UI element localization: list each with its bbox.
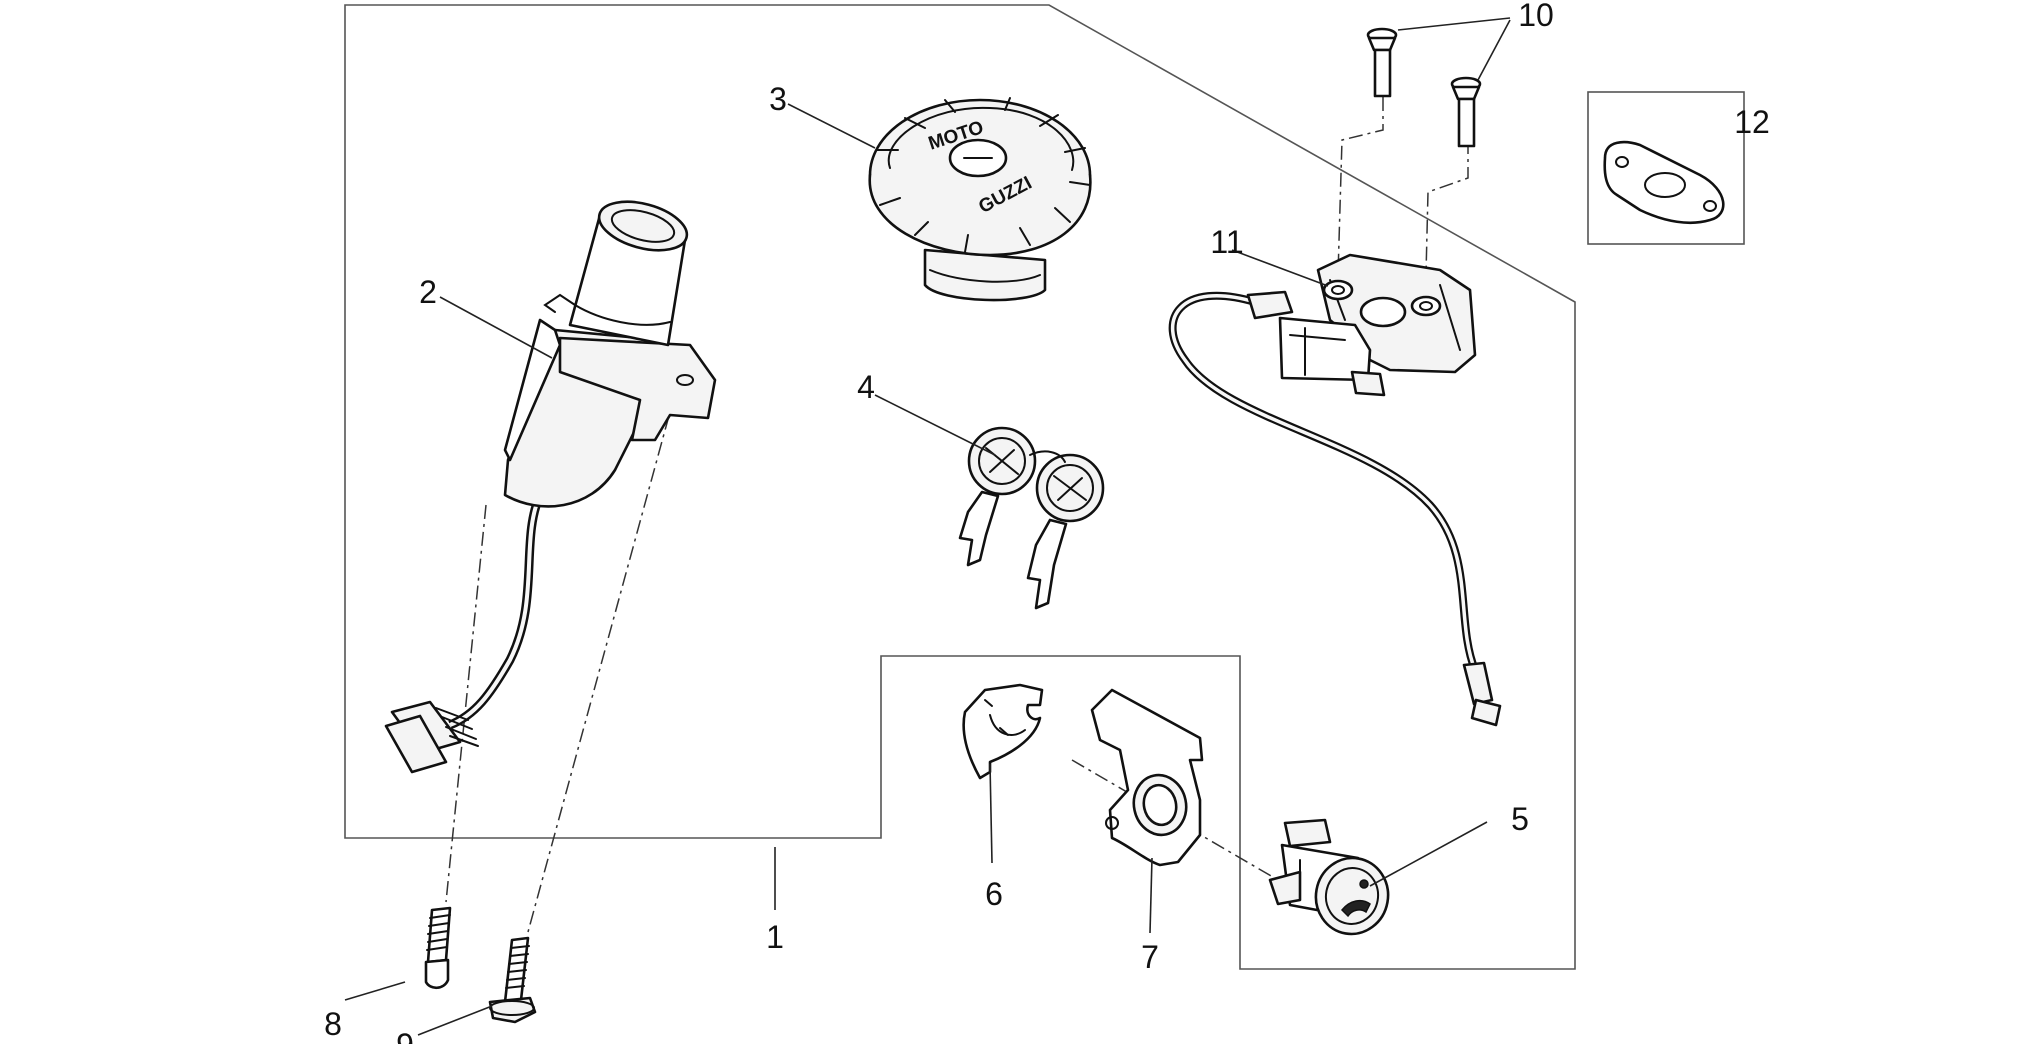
callout-labels: 1 2 3 4 5 6 7 8 9 10 11 12 bbox=[324, 0, 1770, 1044]
axis-screw-8 bbox=[445, 504, 487, 903]
seat-lock-part-11 bbox=[1168, 253, 1502, 727]
callout-7: 7 bbox=[1141, 939, 1159, 975]
screw-part-9 bbox=[488, 936, 537, 1024]
callout-10: 10 bbox=[1518, 0, 1554, 33]
leader-lines bbox=[344, 17, 1511, 1036]
axis-screw-9 bbox=[527, 389, 677, 933]
callout-1: 1 bbox=[766, 919, 784, 955]
callout-3: 3 bbox=[769, 81, 787, 117]
keys-part-4 bbox=[958, 426, 1105, 610]
main-kit-outline bbox=[344, 4, 1576, 970]
clip-part-6 bbox=[962, 683, 1044, 780]
callout-5: 5 bbox=[1511, 801, 1529, 837]
callout-4: 4 bbox=[857, 369, 875, 405]
callout-9: 9 bbox=[396, 1027, 414, 1044]
bracket-part-7 bbox=[1090, 688, 1204, 867]
axis-screw-10-left bbox=[1337, 97, 1384, 276]
callout-12: 12 bbox=[1734, 104, 1770, 140]
callout-2: 2 bbox=[419, 274, 437, 310]
fuel-cap-part-3: MOTO GUZZI bbox=[868, 97, 1092, 302]
gasket-part-12 bbox=[1603, 140, 1725, 225]
screws-part-10 bbox=[1366, 27, 1482, 148]
part-12-frame bbox=[1587, 91, 1745, 245]
screw-part-8 bbox=[424, 906, 452, 990]
callout-11: 11 bbox=[1210, 224, 1243, 260]
callout-6: 6 bbox=[985, 876, 1003, 912]
callout-8: 8 bbox=[324, 1006, 342, 1042]
lock-cylinder-part-5 bbox=[1268, 818, 1390, 936]
axis-screw-10-right bbox=[1424, 140, 1469, 316]
